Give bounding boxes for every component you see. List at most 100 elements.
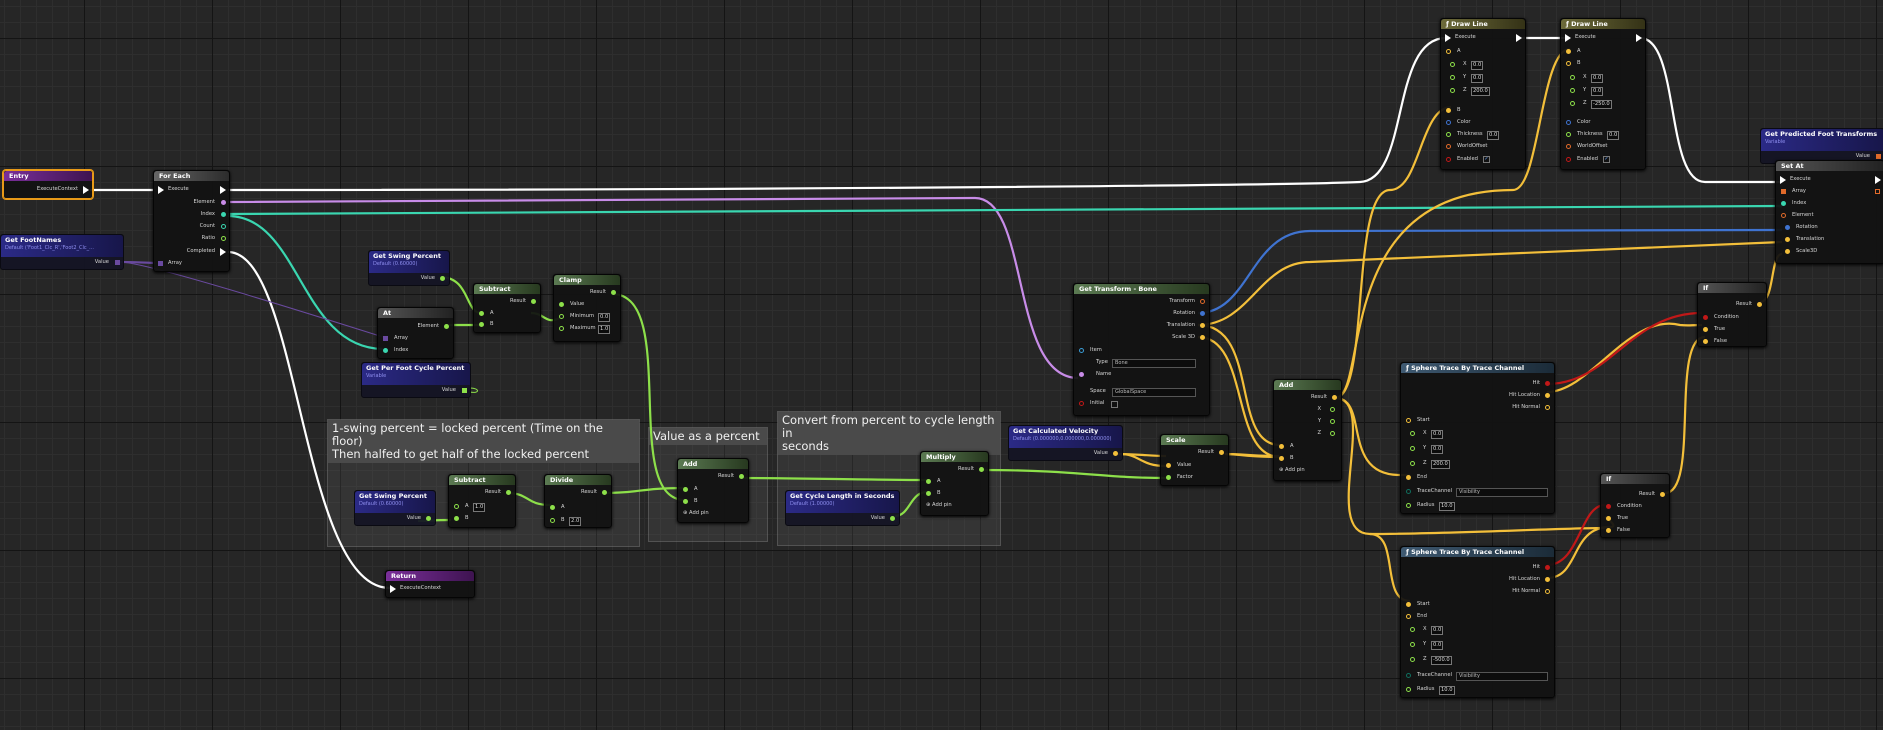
float-pin[interactable] [890,516,895,521]
at-node[interactable]: At Element Array Index [377,307,454,359]
float-pin[interactable] [1406,503,1411,508]
float-pin[interactable] [1330,431,1335,436]
rotation-pin[interactable] [1785,225,1790,230]
bool-pin[interactable] [1079,401,1084,406]
sphere-trace-node[interactable]: ƒ Sphere Trace By Trace Channel Hit Hit … [1400,546,1555,698]
float-pin[interactable] [1570,101,1575,106]
float-pin[interactable] [1450,88,1455,93]
color-pin[interactable] [1566,120,1571,125]
bool-pin[interactable] [1545,381,1550,386]
float-pin[interactable] [559,302,564,307]
x-field[interactable]: 0.0 [1591,74,1604,83]
trace-channel-dropdown[interactable]: Visibility [1456,488,1548,497]
y-field[interactable]: 0.0 [1431,641,1444,650]
scale-node[interactable]: Scale Result Value Factor [1160,434,1229,486]
add-vector-node[interactable]: Add Result X Y Z A B ⊕ Add pin [1273,379,1342,481]
exec-pin[interactable] [1516,34,1522,42]
for-each-node[interactable]: For Each Execute Element Index Count Rat… [153,170,230,272]
z-field[interactable]: -250.0 [1591,100,1612,109]
name-pin[interactable] [444,324,449,329]
float-pin[interactable] [1330,407,1335,412]
float-pin[interactable] [221,236,226,241]
float-pin[interactable] [1330,419,1335,424]
exec-pin[interactable] [1445,34,1451,42]
float-pin[interactable] [440,276,445,281]
z-field[interactable]: 200.0 [1431,460,1450,469]
float-pin[interactable] [479,322,484,327]
enabled-checkbox[interactable]: ✓ [1603,156,1610,163]
add-pin-button[interactable]: ⊕ Add pin [926,502,952,508]
float-pin[interactable] [611,290,616,295]
vector-pin[interactable] [1566,61,1571,66]
rotation-pin[interactable] [1200,311,1205,316]
vector-pin[interactable] [1446,108,1451,113]
z-field[interactable]: -500.0 [1431,656,1452,665]
array-pin[interactable] [1875,189,1880,194]
vector-pin[interactable] [1406,475,1411,480]
float-pin[interactable] [1410,657,1415,662]
enabled-checkbox[interactable]: ✓ [1483,156,1490,163]
return-node[interactable]: Return ExecuteContext [385,570,475,598]
subtract-node[interactable]: Subtract Result A 1.0 B [448,474,516,528]
clamp-node[interactable]: Clamp Result Value Minimum 0.0 Maximum 1… [553,274,621,342]
float-pin[interactable] [979,467,984,472]
vector-pin[interactable] [1200,323,1205,328]
if-node[interactable]: If Result Condition True False [1697,282,1767,347]
transform-pin[interactable] [1566,144,1571,149]
subtract-node[interactable]: Subtract Result A B [473,283,541,333]
float-pin[interactable] [1410,642,1415,647]
bool-pin[interactable] [1446,157,1451,162]
float-pin[interactable] [1410,627,1415,632]
byte-pin[interactable] [1406,673,1411,678]
add-pin-button[interactable]: ⊕ Add pin [683,510,709,516]
vector-pin[interactable] [1332,395,1337,400]
float-pin[interactable] [1410,431,1415,436]
radius-field[interactable]: 10.0 [1439,502,1455,511]
byte-pin[interactable] [1406,489,1411,494]
vector-pin[interactable] [1166,463,1171,468]
exec-pin[interactable] [220,186,226,194]
vector-pin[interactable] [1660,492,1665,497]
draw-line-node[interactable]: ƒ Draw Line Execute A B X 0.0 Y 0.0 Z -2… [1560,18,1646,170]
name-pin[interactable] [1079,372,1084,377]
vector-pin[interactable] [1785,249,1790,254]
vector-pin[interactable] [1545,393,1550,398]
float-pin[interactable] [559,326,564,331]
exec-pin[interactable] [390,585,396,593]
get-transform-bone-node[interactable]: Get Transform - Bone Transform Rotation … [1073,283,1210,416]
y-field[interactable]: 0.0 [1431,445,1444,454]
draw-line-node[interactable]: ƒ Draw Line Execute A X 0.0 Y 0.0 Z 200.… [1440,18,1526,170]
vector-pin[interactable] [1406,602,1411,607]
bool-pin[interactable] [1606,504,1611,509]
vector-pin[interactable] [1606,528,1611,533]
color-pin[interactable] [1446,120,1451,125]
float-pin[interactable] [739,474,744,479]
float-pin[interactable] [1566,132,1571,137]
vector-pin[interactable] [1545,405,1550,410]
exec-pin[interactable] [1875,176,1881,184]
x-field[interactable]: 0.0 [1431,626,1444,635]
maximum-field[interactable]: 1.0 [598,325,611,334]
vector-pin[interactable] [1545,577,1550,582]
float-pin[interactable] [1410,446,1415,451]
initial-checkbox[interactable] [1111,401,1118,408]
float-pin[interactable] [479,311,484,316]
float-pin[interactable] [531,299,536,304]
x-field[interactable]: 0.0 [1471,61,1484,70]
float-pin[interactable] [1410,461,1415,466]
trace-channel-dropdown[interactable]: Visibility [1456,672,1548,681]
bool-pin[interactable] [1703,315,1708,320]
entry-node[interactable]: Entry ExecuteContext [3,170,93,199]
exec-pin[interactable] [220,248,226,256]
float-pin[interactable] [454,516,459,521]
array-pin[interactable] [158,261,163,266]
name-pin[interactable] [221,200,226,205]
vector-pin[interactable] [1406,614,1411,619]
vector-pin[interactable] [1279,456,1284,461]
a-field[interactable]: 1.0 [473,503,486,512]
struct-pin[interactable] [1781,213,1786,218]
